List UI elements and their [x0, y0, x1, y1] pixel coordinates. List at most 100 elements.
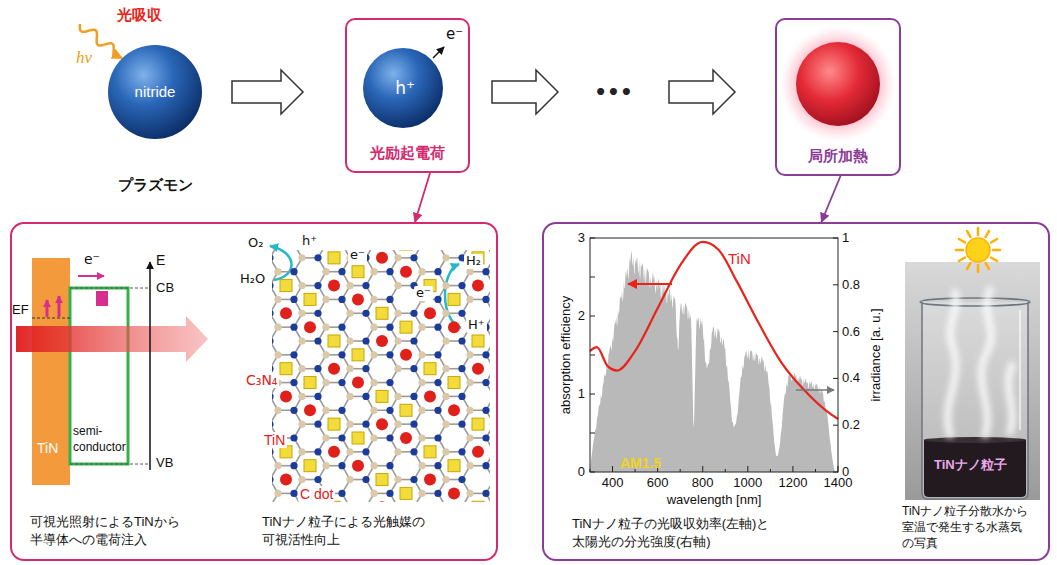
lattice-atom [314, 476, 321, 483]
lattice-atom [290, 434, 297, 441]
material-label: C dot [298, 486, 335, 502]
fermi-label: EF [12, 303, 29, 318]
axis-tick [792, 466, 793, 472]
sun-ray [977, 228, 980, 235]
lattice-atom [458, 310, 465, 317]
absorption-curve [590, 242, 838, 419]
series-label: TiN [728, 250, 751, 267]
lattice-atom [394, 476, 401, 483]
lattice-atom [272, 254, 274, 261]
axis-tick [833, 378, 838, 379]
lattice-atom [418, 379, 425, 386]
glass-highlight [1019, 310, 1021, 430]
carbon-dot [376, 390, 388, 402]
lattice-atom [434, 407, 441, 414]
lattice-atoms [272, 250, 490, 502]
carbon-dot [328, 335, 340, 347]
tick-label: 0.2 [842, 418, 860, 433]
lattice-atom [272, 282, 274, 289]
lattice-atom [482, 407, 489, 414]
lattice-atom [466, 351, 473, 358]
lattice-atom [410, 393, 417, 400]
local-heating-box: 局所加熱 [775, 18, 901, 176]
electron-label: e⁻ [446, 26, 463, 43]
lattice-atom [362, 337, 369, 344]
electron-label: e⁻ [348, 248, 367, 263]
lattice-atom [346, 365, 353, 372]
lattice-atom [298, 393, 305, 400]
lattice-atom [314, 421, 321, 428]
material-label: TiN [262, 432, 287, 448]
lattice-atom [314, 282, 321, 289]
sun-ray [991, 258, 997, 262]
lattice-atom [458, 282, 465, 289]
lattice-atom [418, 462, 425, 469]
lattice-atom [386, 268, 393, 275]
tick-label: 0.4 [842, 371, 860, 386]
injection-arrow [78, 275, 104, 277]
tin-particle [400, 266, 412, 278]
lattice-atom [466, 379, 473, 386]
lattice-atom [322, 379, 329, 386]
lattice-atom [338, 407, 345, 414]
steam-wisp [948, 292, 956, 435]
tick-label: 0.8 [842, 277, 860, 292]
sun-ray [956, 249, 963, 252]
tin-particle [304, 404, 316, 416]
lattice-atom [394, 421, 401, 428]
electron-emission-arrow [433, 47, 444, 58]
band-diagram [16, 258, 208, 485]
steam-photo [905, 262, 1040, 500]
lattice-atom [410, 310, 417, 317]
axis-tick [590, 472, 595, 473]
axis-tick [770, 469, 771, 472]
carbon-dot [448, 377, 460, 389]
lattice-atom [314, 365, 321, 372]
tick-label: 1400 [824, 476, 853, 491]
block-arrow [492, 70, 735, 114]
lattice-atom [394, 365, 401, 372]
lattice-atom [394, 448, 401, 455]
node-caption: プラズモン [118, 176, 193, 194]
sun-ray [977, 265, 980, 272]
lattice-atom [466, 268, 473, 275]
lattice-particles [272, 250, 490, 502]
tin-particle [376, 335, 388, 347]
carbon-dot [448, 293, 460, 305]
material-label: C₃N₄ [244, 372, 279, 388]
lattice-atom [290, 268, 297, 275]
lattice-atom [442, 448, 449, 455]
lattice-atom [272, 476, 274, 483]
tin-particle [448, 404, 460, 416]
lattice-atom [298, 448, 305, 455]
material-label: TiN [37, 440, 58, 456]
axis-tick [815, 469, 816, 472]
hole-label: h⁺ [300, 234, 319, 249]
tick-label: 600 [647, 476, 669, 491]
lattice-atom [458, 365, 465, 372]
tin-particle [376, 252, 388, 264]
fermi-level [32, 318, 70, 319]
energy-axis [149, 262, 151, 470]
lattice-atom [322, 351, 329, 358]
photo-ground [905, 262, 1040, 500]
tin-particle [424, 390, 436, 402]
light-arrow [16, 316, 208, 362]
lattice-atom [322, 462, 329, 469]
lattice-atom [418, 351, 425, 358]
material-label: semi- conductor [73, 423, 127, 455]
lattice-atom [346, 310, 353, 317]
lattice-atom [314, 254, 321, 261]
lattice-atom [394, 393, 401, 400]
steam [948, 290, 1013, 435]
lattice-atom [290, 296, 297, 303]
lattice-atom [290, 324, 297, 331]
axis-tick [747, 466, 748, 472]
tin-particle [472, 363, 484, 375]
tick-label: 1000 [733, 476, 762, 491]
carbon-dot [352, 266, 364, 278]
lattice-atom [466, 490, 473, 497]
lattice-atom [338, 434, 345, 441]
tin-particle [400, 432, 412, 444]
axis-tick [725, 469, 726, 472]
